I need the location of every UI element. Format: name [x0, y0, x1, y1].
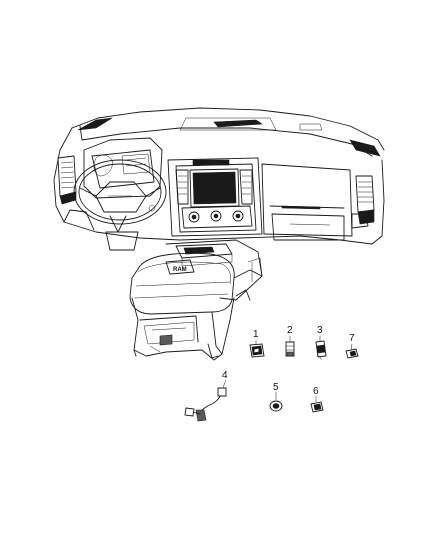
part-4-wire-harness: [184, 379, 227, 422]
callout-labels: 1 2 3 4 5 6 7: [222, 325, 355, 397]
instrument-panel: [53, 107, 385, 251]
part-5-grommet: [269, 392, 283, 412]
part-1-switch-module: [249, 340, 265, 358]
callout-3: 3: [317, 325, 323, 336]
emblem-text: RAM: [173, 267, 187, 273]
callout-2: 2: [287, 325, 293, 336]
floor-console: RAM: [129, 239, 263, 361]
part-3-usb-port: [315, 336, 327, 361]
callout-7: 7: [349, 333, 355, 344]
callout-6: 6: [313, 386, 319, 397]
callout-4: 4: [222, 370, 228, 381]
callout-5: 5: [273, 382, 279, 393]
part-2-connector-plug: [285, 336, 295, 357]
part-6-push-pin: [310, 396, 324, 413]
part-7-small-fastener: [345, 343, 359, 359]
callout-1: 1: [253, 329, 259, 340]
